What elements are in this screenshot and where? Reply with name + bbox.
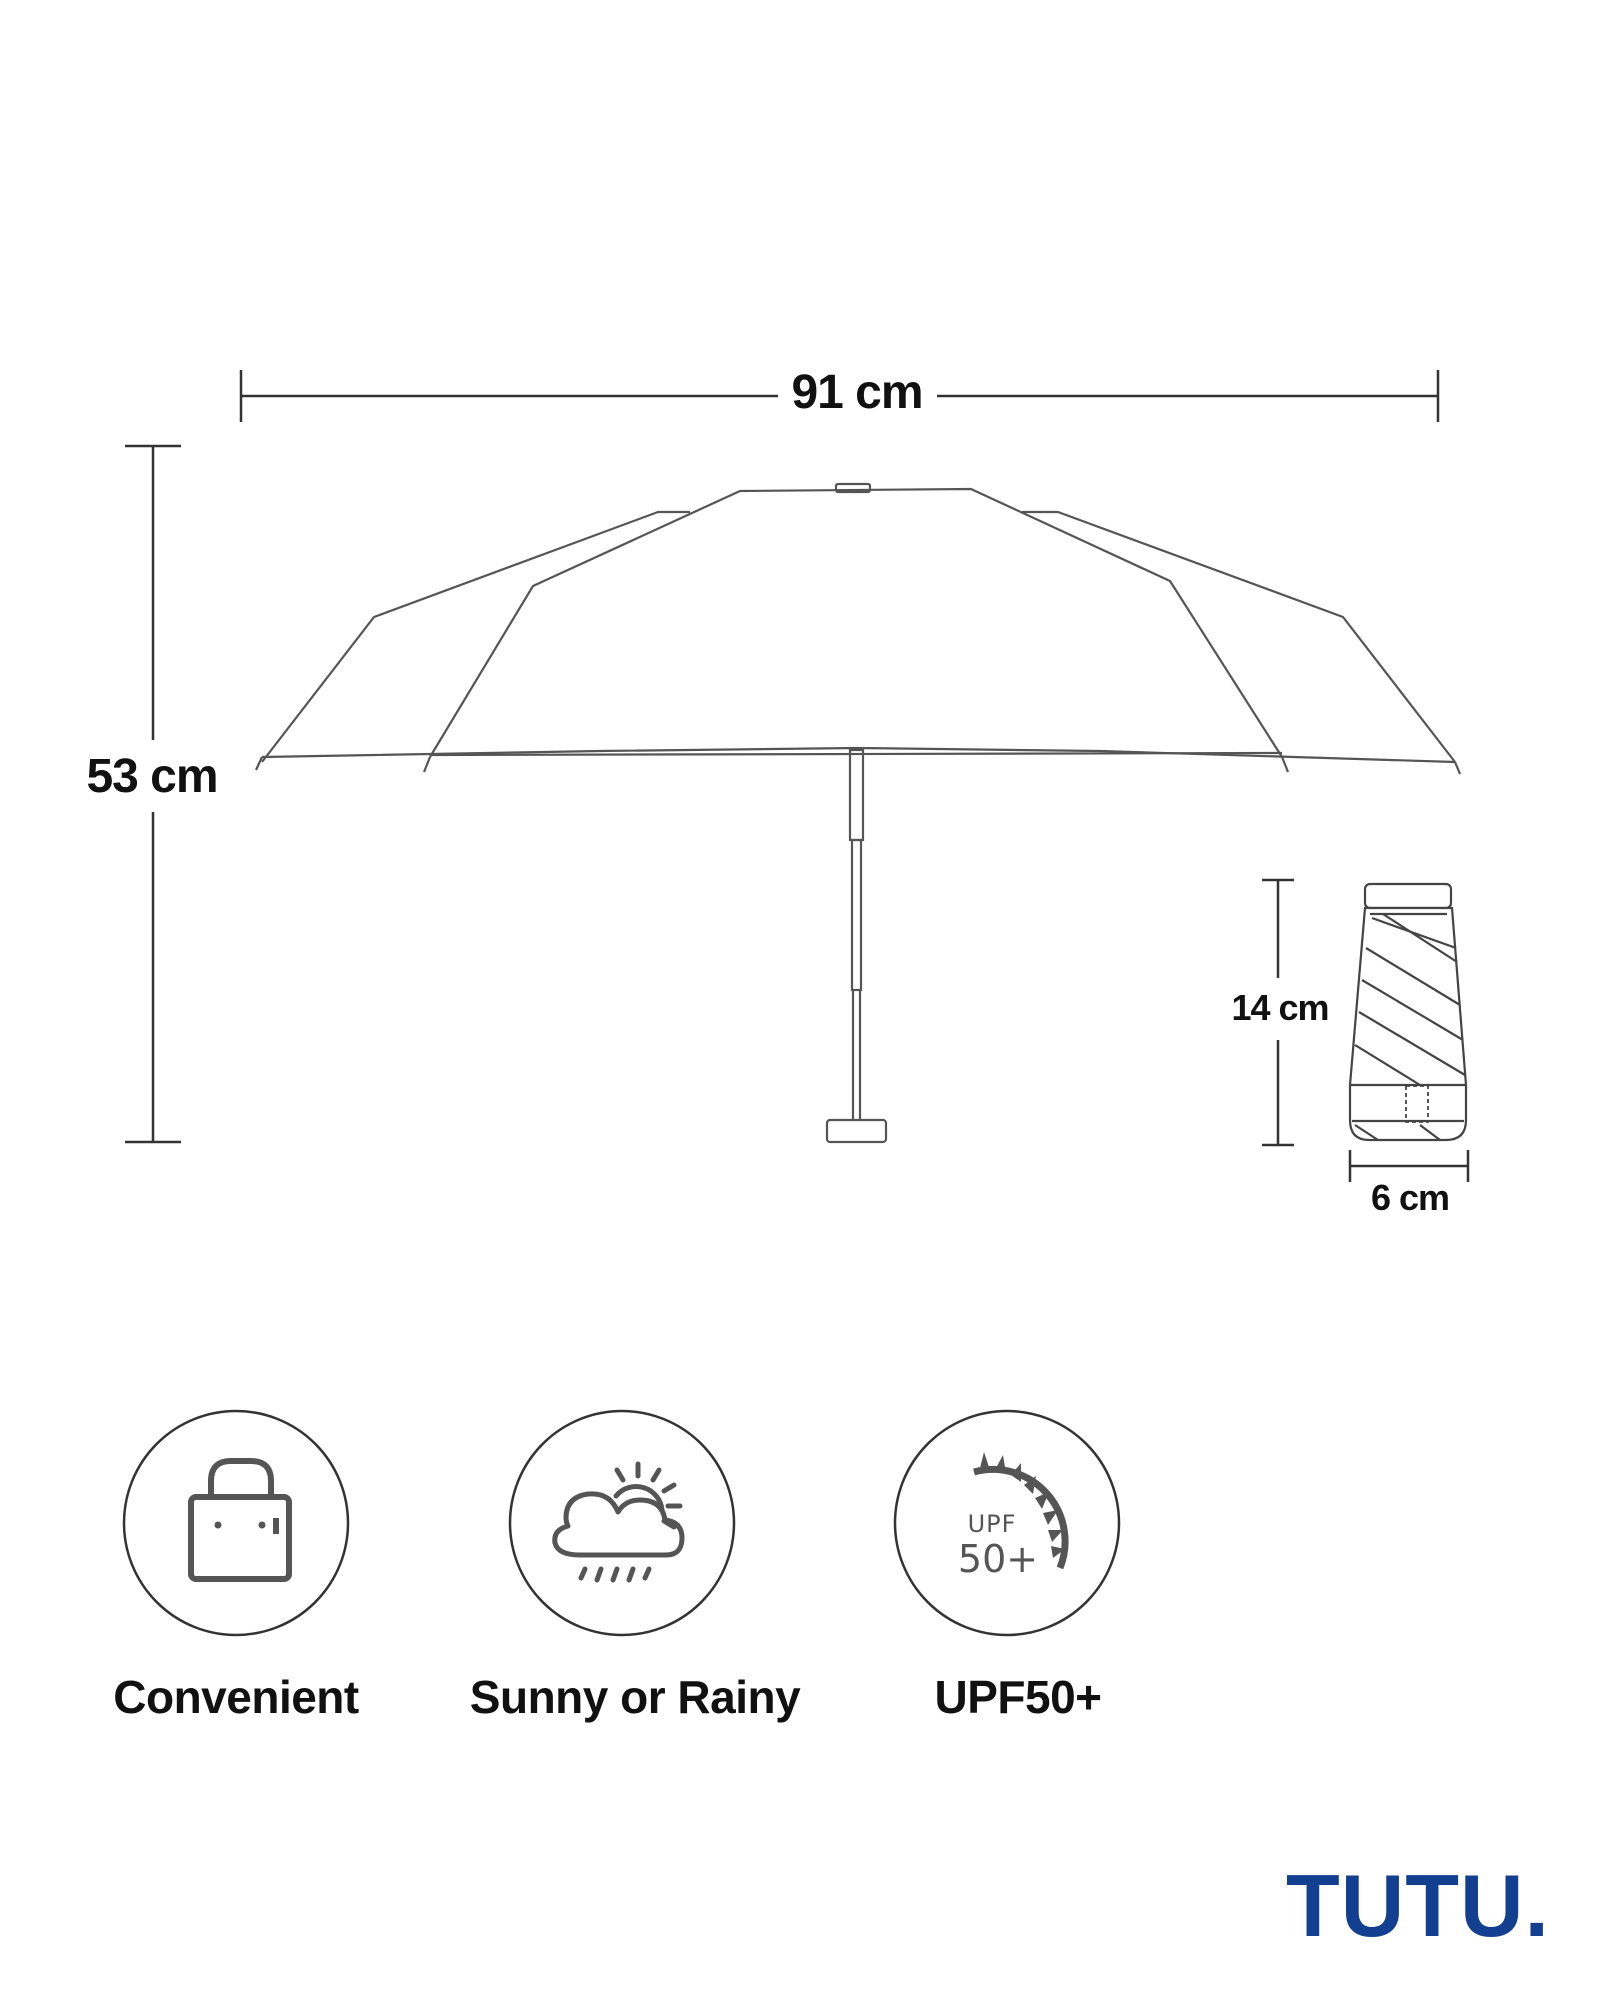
sun-cloud-rain-icon — [552, 1461, 685, 1583]
feature-convenient — [122, 1409, 350, 1637]
height-label: 53 cm — [86, 750, 217, 803]
width-label: 91 cm — [791, 366, 922, 419]
folded-length-dimension — [1262, 878, 1294, 1147]
feature-label-convenient: Convenient — [113, 1671, 359, 1723]
folded-umbrella — [1348, 882, 1468, 1142]
upf-sun-icon: UPF 50+ — [958, 1452, 1069, 1581]
feature-label-upf50: UPF50+ — [934, 1671, 1102, 1723]
folded-width-dimension — [1348, 1150, 1470, 1182]
umbrella-shaft — [848, 748, 865, 1120]
feature-label-sunny-or-rainy: Sunny or Rainy — [469, 1671, 801, 1723]
upf-icon-text-top: UPF — [968, 1510, 1017, 1538]
height-dimension — [125, 444, 181, 1144]
bag-icon — [188, 1458, 292, 1582]
folded-length-label: 14 cm — [1231, 987, 1328, 1028]
upf-icon-text-bottom: 50+ — [958, 1537, 1038, 1581]
feature-sunny-or-rainy — [508, 1409, 736, 1637]
brand-logo: TUTU. — [1285, 1856, 1550, 1955]
width-dimension — [239, 370, 1440, 422]
umbrella-canopy — [255, 482, 1462, 775]
umbrella-handle — [825, 1118, 888, 1144]
feature-upf50: UPF 50+ — [893, 1409, 1121, 1637]
folded-width-label: 6 cm — [1371, 1177, 1449, 1218]
